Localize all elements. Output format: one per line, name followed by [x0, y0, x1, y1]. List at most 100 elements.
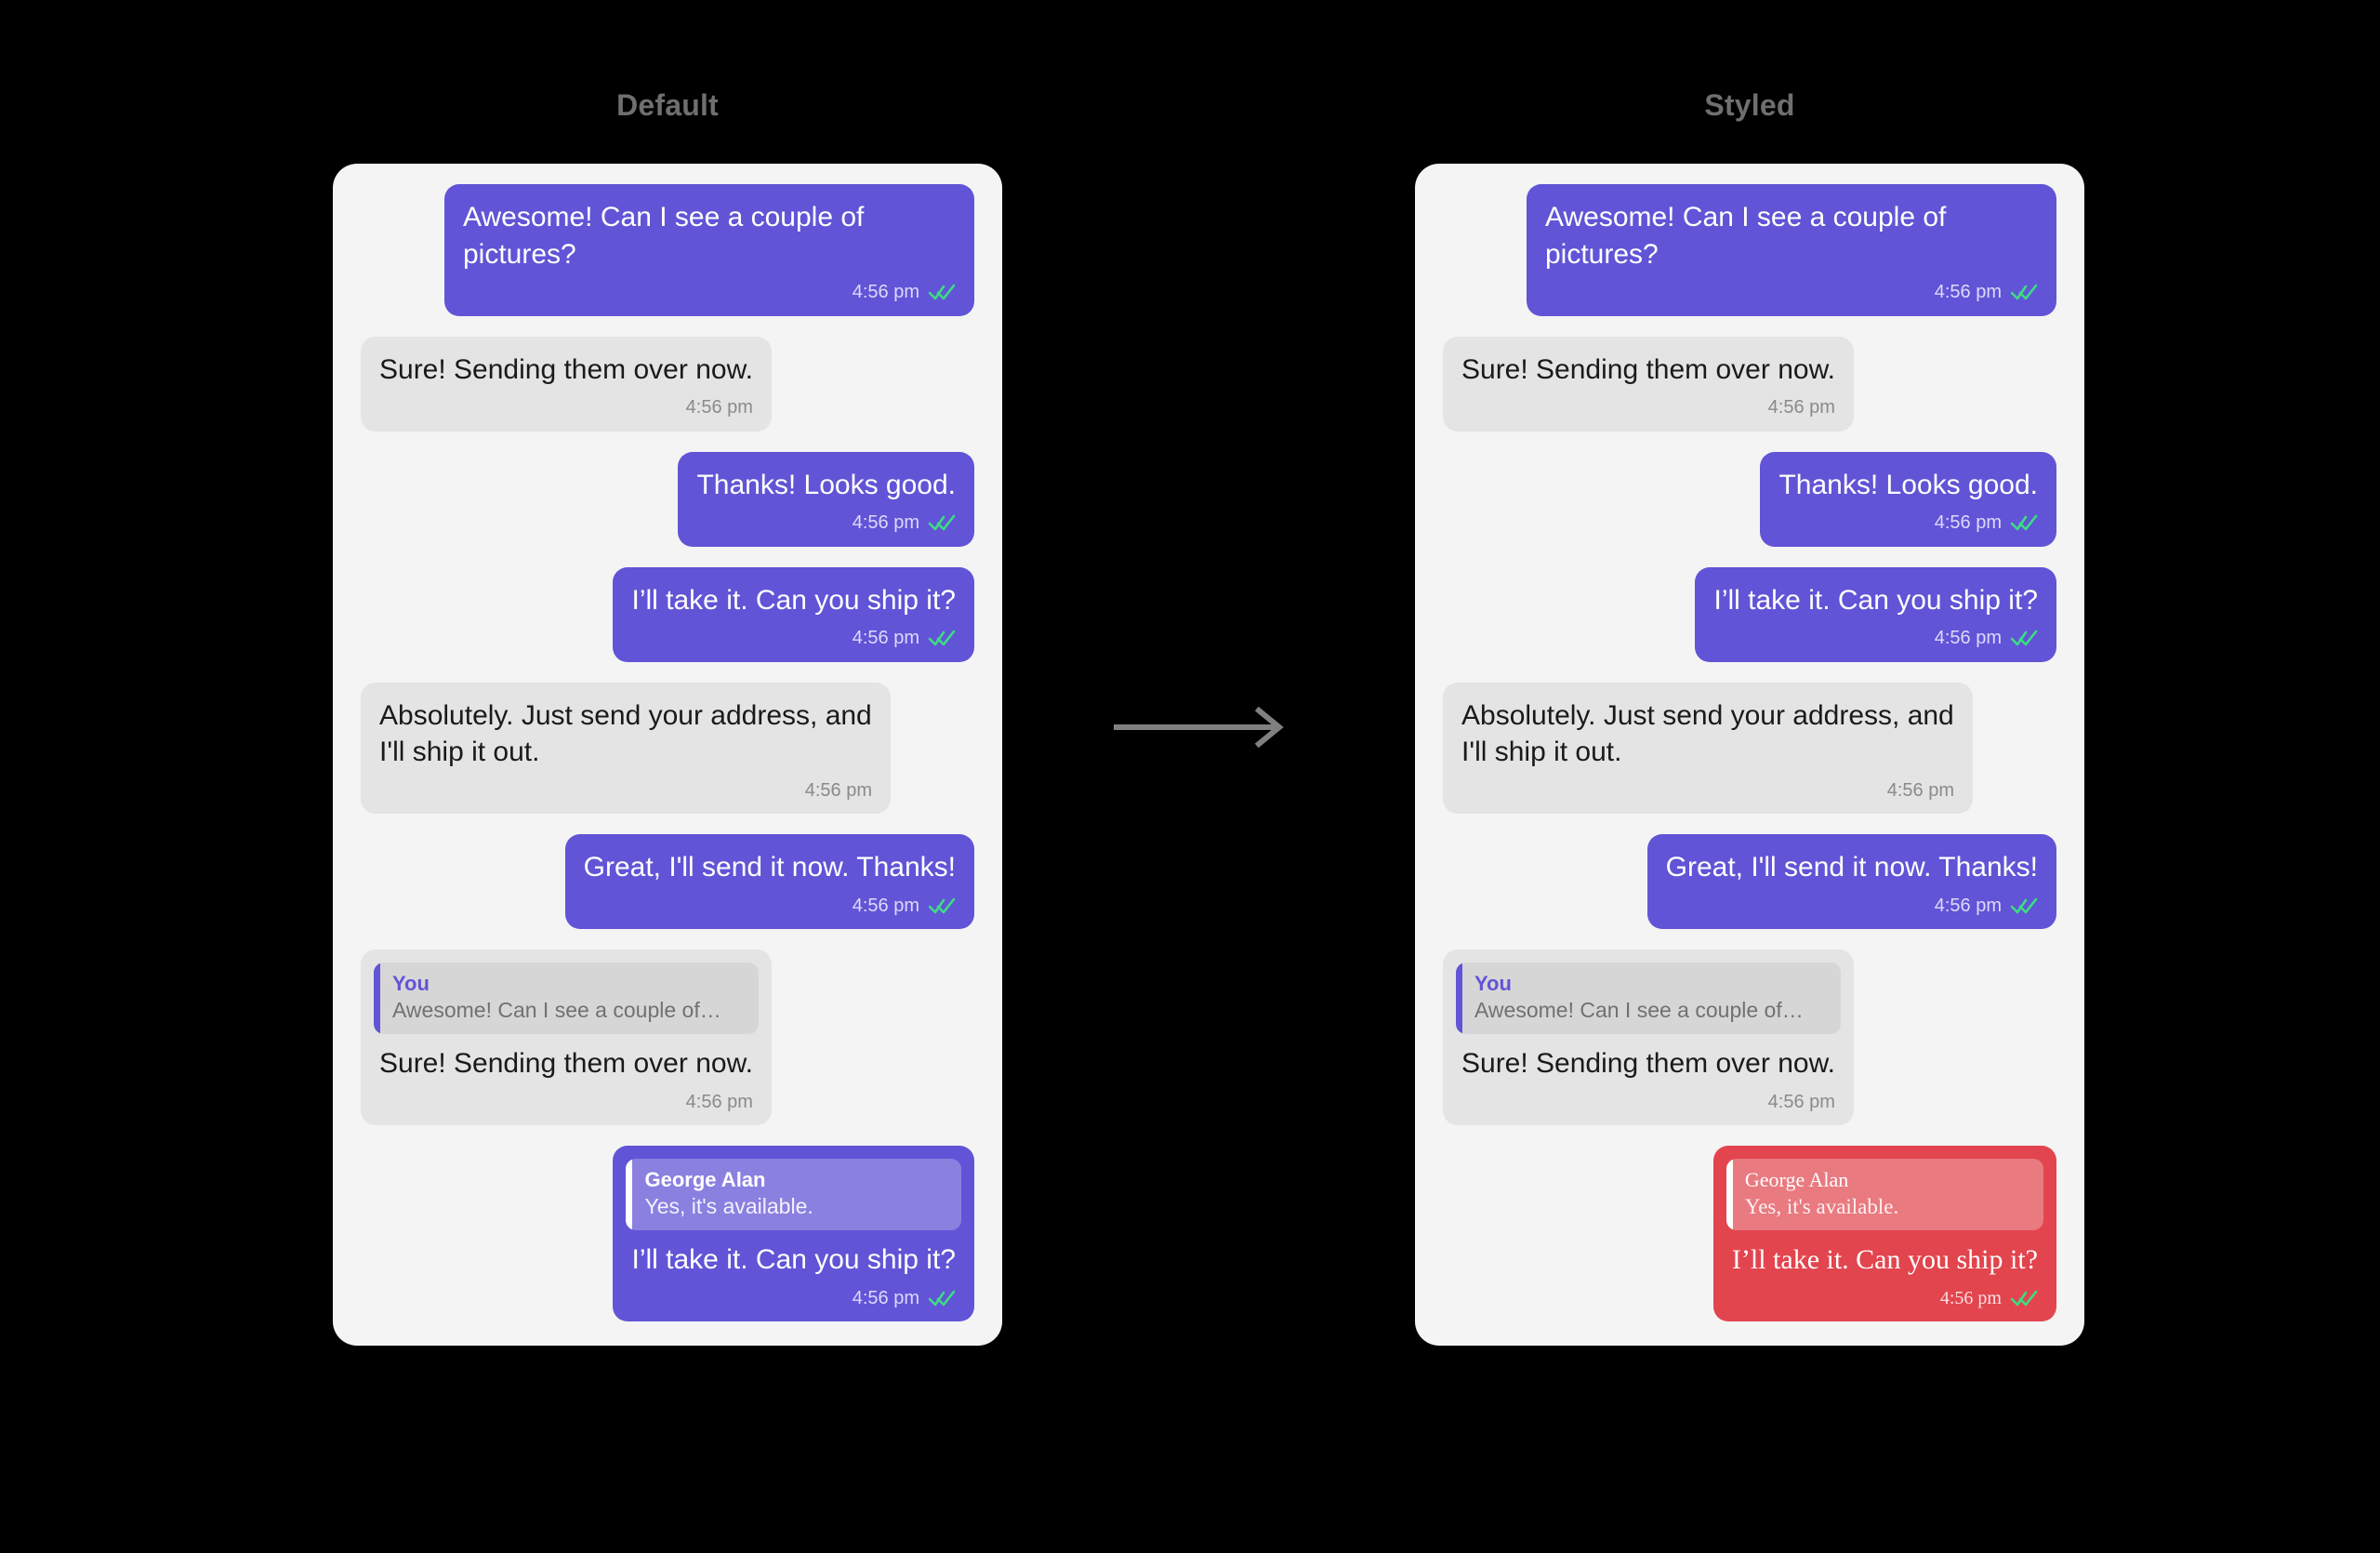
- quote-author-name: You: [1474, 972, 1512, 996]
- message-timestamp: 4:56 pm: [852, 895, 919, 916]
- message-timestamp: 4:56 pm: [1767, 1091, 1835, 1112]
- message-row: Great, I'll send it now. Thanks! 4:56 pm: [361, 834, 974, 930]
- message-meta: 4:56 pm: [1732, 1286, 2038, 1310]
- message-text: Awesome! Can I see a couple of pictures?: [463, 202, 872, 270]
- message-text: I’ll take it. Can you ship it?: [1713, 584, 2038, 616]
- read-receipt-double-check-icon: [2010, 283, 2038, 301]
- message-row: Thanks! Looks good. 4:56 pm: [1443, 451, 2056, 547]
- arrow-right-icon: [1112, 706, 1298, 749]
- read-receipt-double-check-icon: [2010, 513, 2038, 532]
- message-timestamp: 4:56 pm: [1934, 512, 2002, 534]
- message-meta: 4:56 pm: [1461, 1090, 1835, 1114]
- message-text: Sure! Sending them over now.: [379, 1048, 753, 1080]
- message-row: Awesome! Can I see a couple of pictures?…: [361, 184, 974, 316]
- quote-accent-bar: [374, 962, 380, 1035]
- quote-accent-bar: [1726, 1159, 1733, 1231]
- panel-styled: Styled Awesome! Can I see a couple of pi…: [1396, 84, 2103, 1347]
- message-timestamp: 4:56 pm: [1934, 895, 2002, 916]
- read-receipt-double-check-icon: [2010, 1289, 2038, 1307]
- message-row: Awesome! Can I see a couple of pictures?…: [1443, 184, 2056, 316]
- message-meta: 4:56 pm: [463, 280, 956, 304]
- quote-preview-text: Yes, it's available.: [1744, 1195, 1899, 1219]
- message-meta: 4:56 pm: [1713, 626, 2038, 650]
- message-meta: 4:56 pm: [631, 626, 956, 650]
- message-bubble-outgoing[interactable]: Great, I'll send it now. Thanks!4:56 pm: [1646, 834, 2056, 930]
- message-meta: 4:56 pm: [631, 1286, 956, 1310]
- message-row: Thanks! Looks good. 4:56 pm: [361, 451, 974, 547]
- message-meta: 4:56 pm: [584, 894, 956, 918]
- read-receipt-double-check-icon: [2010, 896, 2038, 915]
- quote-preview-text: Awesome! Can I see a couple of…: [392, 998, 721, 1023]
- message-row: I’ll take it. Can you ship it? 4:56 pm: [361, 566, 974, 662]
- read-receipt-double-check-icon: [928, 513, 956, 532]
- message-text: I’ll take it. Can you ship it?: [1731, 1244, 2038, 1276]
- message-bubble-outgoing[interactable]: Awesome! Can I see a couple of pictures?…: [1527, 184, 2056, 316]
- chat-thread-styled[interactable]: Awesome! Can I see a couple of pictures?…: [1415, 164, 2084, 1347]
- message-text: Thanks! Looks good.: [1778, 469, 2038, 500]
- message-timestamp: 4:56 pm: [1939, 1287, 2002, 1308]
- message-text: I’ll take it. Can you ship it?: [631, 1244, 956, 1276]
- message-text: Awesome! Can I see a couple of pictures?: [1545, 202, 1954, 270]
- message-timestamp: 4:56 pm: [852, 512, 919, 534]
- panel-title-styled: Styled: [1704, 88, 1795, 122]
- message-timestamp: 4:56 pm: [685, 1091, 753, 1112]
- message-text: I’ll take it. Can you ship it?: [631, 584, 956, 616]
- chat-thread-default[interactable]: Awesome! Can I see a couple of pictures?…: [333, 164, 1002, 1347]
- message-bubble-outgoing[interactable]: I’ll take it. Can you ship it? 4:56 pm: [613, 566, 974, 662]
- message-bubble-outgoing[interactable]: Great, I'll send it now. Thanks! 4:56 pm: [564, 834, 974, 930]
- quote-preview-text: Awesome! Can I see a couple of…: [1474, 998, 1804, 1023]
- message-bubble-incoming[interactable]: Sure! Sending them over now.4:56 pm: [1443, 336, 1854, 431]
- message-bubble-outgoing[interactable]: Awesome! Can I see a couple of pictures?…: [444, 184, 974, 316]
- message-text: Absolutely. Just send your address, and …: [1461, 699, 1963, 768]
- message-bubble-outgoing[interactable]: Thanks! Looks good. 4:56 pm: [1760, 451, 2056, 547]
- read-receipt-double-check-icon: [928, 283, 956, 301]
- message-timestamp: 4:56 pm: [852, 628, 919, 649]
- quote-author-name: You: [392, 972, 430, 996]
- message-meta: 4:56 pm: [696, 511, 956, 535]
- message-meta: 4:56 pm: [1778, 511, 2038, 535]
- message-bubble-outgoing[interactable]: Thanks! Looks good. 4:56 pm: [678, 451, 974, 547]
- panel-title-default: Default: [616, 88, 719, 122]
- panel-default: Default Awesome! Can I see a couple of p…: [314, 84, 1021, 1347]
- message-timestamp: 4:56 pm: [852, 282, 919, 303]
- message-meta: 4:56 pm: [1461, 778, 1954, 803]
- message-row: I’ll take it. Can you ship it? 4:56 pm: [1443, 566, 2056, 662]
- message-timestamp: 4:56 pm: [804, 779, 872, 801]
- message-bubble-outgoing[interactable]: I’ll take it. Can you ship it? 4:56 pm: [1695, 566, 2056, 662]
- message-bubble-incoming[interactable]: Sure! Sending them over now.4:56 pm: [361, 336, 772, 431]
- message-text: Sure! Sending them over now.: [1461, 1048, 1835, 1080]
- read-receipt-double-check-icon: [928, 629, 956, 647]
- message-bubble-incoming[interactable]: Absolutely. Just send your address, and …: [361, 682, 891, 815]
- read-receipt-double-check-icon: [928, 896, 956, 915]
- message-text: Great, I'll send it now. Thanks!: [583, 852, 956, 883]
- message-timestamp: 4:56 pm: [685, 397, 753, 418]
- quote-accent-bar: [1456, 962, 1462, 1035]
- message-row: Sure! Sending them over now.4:56 pm: [361, 336, 974, 431]
- message-bubble-incoming[interactable]: Absolutely. Just send your address, and …: [1443, 682, 1973, 815]
- quote-author-name: George Alan: [1744, 1168, 1849, 1192]
- message-timestamp: 4:56 pm: [852, 1287, 919, 1308]
- message-text: Thanks! Looks good.: [696, 469, 956, 500]
- message-row: Great, I'll send it now. Thanks!4:56 pm: [1443, 834, 2056, 930]
- message-text: Absolutely. Just send your address, and …: [379, 699, 880, 768]
- message-timestamp: 4:56 pm: [1934, 628, 2002, 649]
- message-meta: 4:56 pm: [379, 1090, 753, 1114]
- message-row: Sure! Sending them over now.4:56 pm: [1443, 336, 2056, 431]
